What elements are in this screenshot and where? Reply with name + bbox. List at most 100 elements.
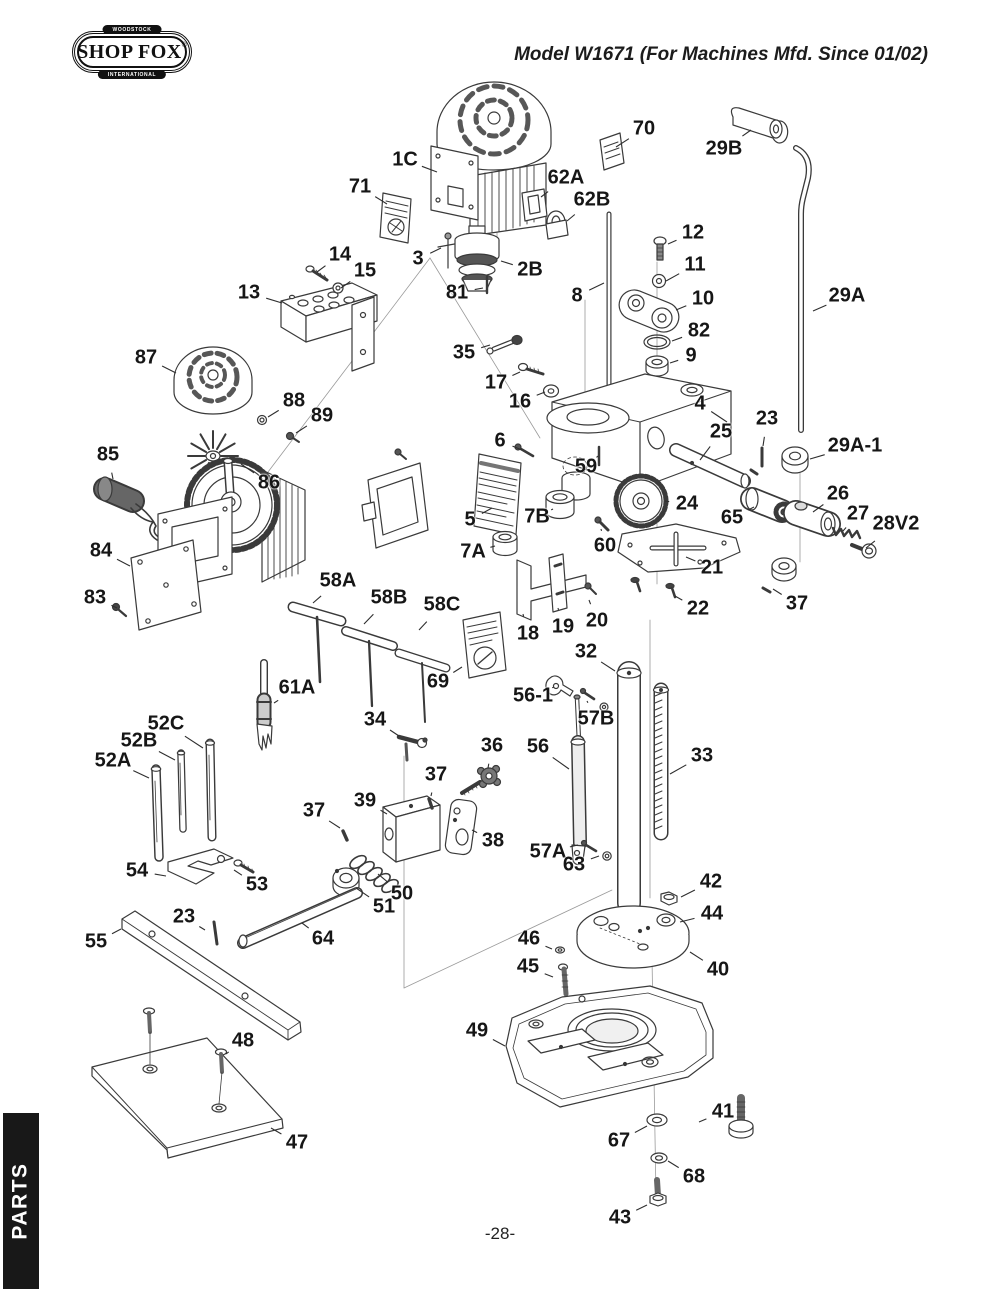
- part-callout-61A: 61A: [278, 676, 316, 699]
- part-callout-62A: 62A: [547, 166, 585, 189]
- bolt-45: [557, 963, 569, 997]
- bolt-12: [653, 236, 667, 261]
- part-callout-57B: 57B: [577, 707, 615, 730]
- part-callout-15: 15: [353, 259, 377, 282]
- fan-cover-87: [173, 346, 253, 415]
- part-callout-41: 41: [711, 1100, 735, 1123]
- screw-83: [111, 602, 128, 618]
- bolt-41: [728, 1094, 754, 1139]
- part-callout-24: 24: [675, 492, 699, 515]
- link-10: [618, 289, 680, 333]
- screw-53: [233, 859, 255, 874]
- screw-20: [584, 582, 597, 595]
- screw-89: [285, 431, 300, 443]
- part-callout-37: 37: [424, 763, 448, 786]
- screw-60: [594, 516, 610, 532]
- part-callout-83: 83: [83, 586, 107, 609]
- column-32: [616, 661, 642, 915]
- logo-main-text: SHOP FOX: [77, 40, 182, 63]
- logo-woodstock-text: WOODSTOCK: [102, 25, 162, 34]
- part-callout-37: 37: [785, 592, 809, 615]
- part-callout-43: 43: [608, 1206, 632, 1229]
- label-69: [462, 611, 507, 679]
- part-callout-5: 5: [464, 508, 476, 531]
- part-callout-52C: 52C: [147, 712, 185, 735]
- screws-48: [142, 1007, 228, 1105]
- part-callout-37: 37: [302, 799, 326, 822]
- motor-label-71: [379, 192, 412, 244]
- page-title: Model W1671 (For Machines Mfd. Since 01/…: [514, 44, 928, 65]
- part-callout-56: 56: [526, 735, 550, 758]
- screws-22: [630, 576, 677, 599]
- part-callout-17: 17: [484, 371, 508, 394]
- warning-label-5: [473, 453, 522, 536]
- part-callout-32: 32: [574, 640, 598, 663]
- part-callout-56-1: 56-1: [512, 684, 554, 707]
- washer-67: [646, 1113, 668, 1127]
- part-callout-18: 18: [516, 622, 540, 645]
- part-callout-62B: 62B: [573, 188, 611, 211]
- part-callout-3: 3: [412, 247, 424, 270]
- set-screw-37-left: [341, 829, 349, 842]
- part-callout-89: 89: [310, 404, 334, 427]
- bolt-43: [649, 1177, 667, 1207]
- table-40: [576, 905, 690, 969]
- part-callout-57A: 57A: [529, 840, 567, 863]
- part-callout-11: 11: [684, 253, 706, 276]
- set-screw-37-mid: [427, 797, 434, 810]
- plate-62b: [545, 219, 569, 240]
- pin-23-left: [212, 920, 219, 946]
- part-callout-59: 59: [574, 455, 598, 478]
- part-callout-39: 39: [353, 789, 377, 812]
- part-callout-7A: 7A: [460, 540, 486, 563]
- part-callout-45: 45: [516, 955, 540, 978]
- base-49: [505, 985, 714, 1108]
- lock-block-39: [382, 795, 441, 863]
- bracket-13: [280, 282, 378, 372]
- part-callout-87: 87: [134, 346, 158, 369]
- capacitor-85: [93, 476, 165, 541]
- door-frame-left: [361, 448, 429, 549]
- bolt-35: [486, 334, 523, 355]
- logo-registered-mark: ®: [181, 42, 187, 49]
- handle-grip-29b: [730, 107, 789, 144]
- part-callout-64: 64: [311, 927, 335, 950]
- hex-rod-64: [237, 887, 363, 949]
- gas-spring-56: [570, 694, 587, 866]
- part-callout-20: 20: [585, 609, 609, 632]
- part-callout-46: 46: [517, 927, 541, 950]
- screw-17: [517, 362, 545, 376]
- fork-bracket-54: [167, 848, 234, 885]
- collar-37-right: [761, 557, 797, 594]
- bolt-28v2: [850, 543, 877, 559]
- part-callout-33: 33: [690, 744, 714, 767]
- washer-15: [332, 282, 344, 294]
- mortise-chisel-61a: [256, 659, 273, 751]
- spring-27: [831, 526, 862, 540]
- part-callout-27: 27: [846, 502, 870, 525]
- hex-wrench-58c: [394, 648, 451, 723]
- rod-52a: [150, 764, 164, 862]
- rod-52b: [176, 749, 187, 833]
- part-callout-49: 49: [465, 1019, 489, 1042]
- part-callout-68: 68: [682, 1165, 706, 1188]
- motor-body-lower: [157, 457, 306, 592]
- part-callout-19: 19: [551, 615, 575, 638]
- part-callout-29A-1: 29A-1: [827, 434, 883, 457]
- part-callout-28V2: 28V2: [872, 512, 920, 535]
- part-callout-10: 10: [691, 287, 715, 310]
- part-callout-23: 23: [172, 905, 196, 928]
- part-callout-58A: 58A: [319, 569, 357, 592]
- handle-rod-29a: [793, 145, 812, 433]
- nut-46: [554, 946, 566, 954]
- hex-wrench-58a: [287, 601, 347, 684]
- part-callout-65: 65: [720, 506, 744, 529]
- part-callout-36: 36: [480, 734, 504, 757]
- shopfox-logo: WOODSTOCK SHOP FOX ® INTERNATIONAL: [72, 25, 192, 79]
- gear-24: [613, 473, 669, 529]
- part-callout-48: 48: [231, 1029, 255, 1052]
- part-callout-9: 9: [685, 344, 697, 367]
- part-callout-54: 54: [125, 859, 149, 882]
